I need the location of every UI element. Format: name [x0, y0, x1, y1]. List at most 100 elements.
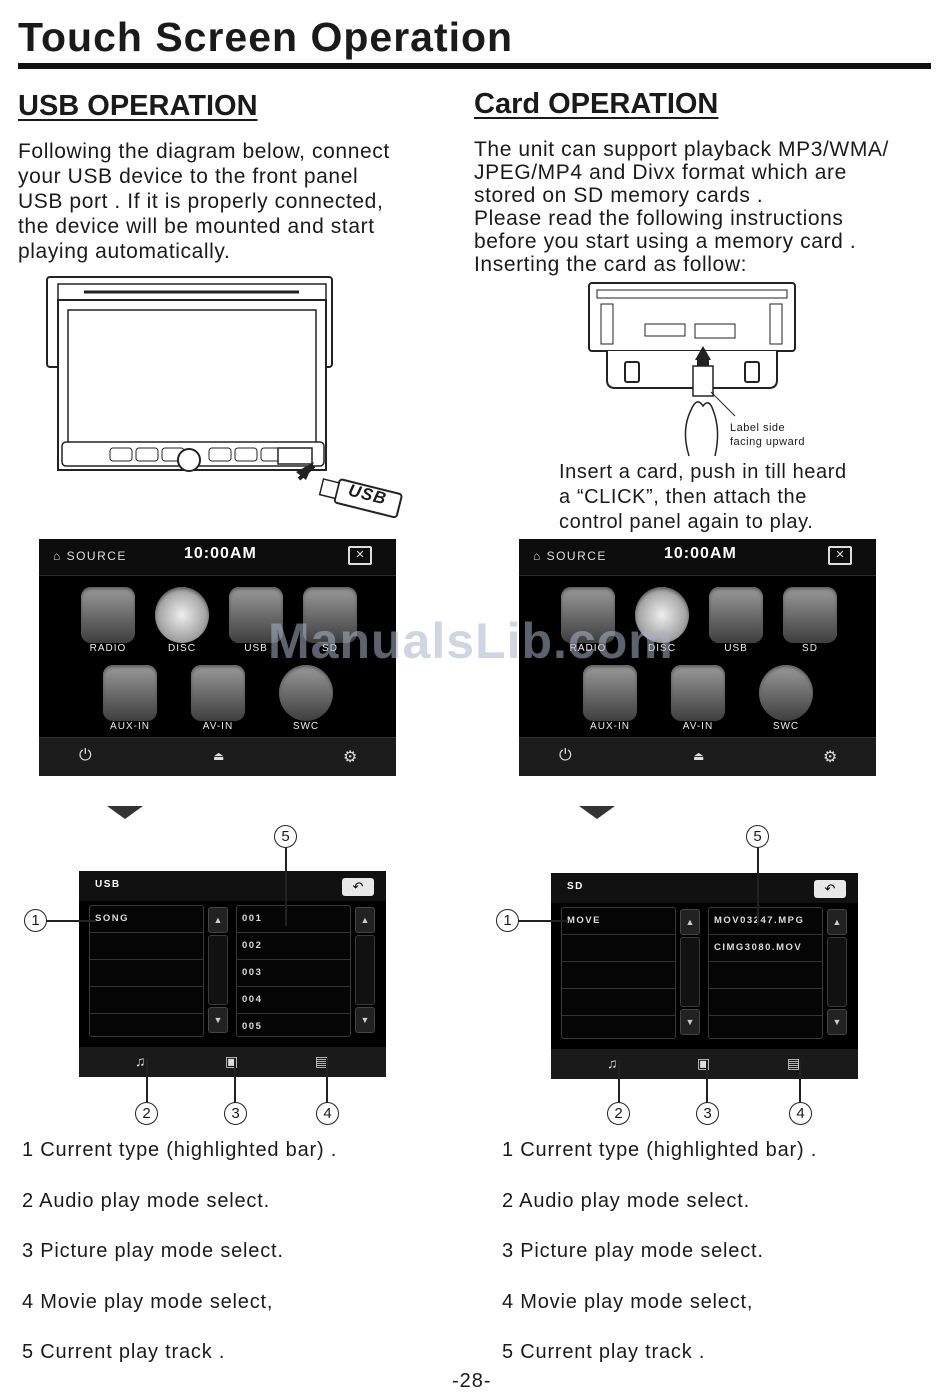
gear-icon[interactable]: ⚙	[343, 749, 358, 766]
type-row[interactable]	[562, 1016, 675, 1042]
back-arrow-icon[interactable]: ↶	[342, 878, 374, 896]
type-list: SONG	[89, 905, 204, 1037]
clock: 10:00AM	[184, 545, 257, 562]
eject-icon[interactable]: ⏏	[693, 749, 705, 763]
usb-intro-line: the device will be mounted and start	[18, 215, 375, 238]
scroll-down-button[interactable]: ▼	[355, 1007, 375, 1033]
type-row[interactable]	[562, 935, 675, 962]
av-in-icon[interactable]	[671, 665, 725, 721]
callout-line	[757, 846, 759, 926]
aux-in-icon[interactable]	[103, 665, 157, 721]
type-row[interactable]	[562, 989, 675, 1016]
back-arrow-icon[interactable]: ↶	[814, 880, 846, 898]
sd-source-icon[interactable]	[303, 587, 357, 643]
disc-icon[interactable]	[635, 587, 689, 643]
file-row[interactable]	[709, 989, 822, 1016]
radio-label: RADIO	[569, 643, 607, 654]
type-row[interactable]	[90, 933, 203, 960]
list-footer: ♫ ▣ ▤	[79, 1047, 386, 1077]
callout-line	[799, 1060, 801, 1104]
power-icon[interactable]: ⏻	[559, 747, 572, 764]
usb-intro-line: your USB device to the front panel	[18, 165, 359, 188]
scroll-up-button[interactable]: ▲	[355, 907, 375, 933]
aux-in-icon[interactable]	[583, 665, 637, 721]
swc-icon[interactable]	[279, 665, 333, 721]
display-off-icon[interactable]: ✕	[348, 546, 372, 565]
music-note-icon[interactable]: ♫	[135, 1053, 146, 1069]
gear-icon[interactable]: ⚙	[823, 749, 838, 766]
source-screen-sd: ⌂ SOURCE 10:00AM ✕ RADIO DISC USB SD AUX…	[519, 539, 876, 776]
disc-icon[interactable]	[155, 587, 209, 643]
type-row[interactable]: SONG	[90, 906, 203, 933]
scroll-up-button[interactable]: ▲	[680, 909, 700, 935]
scroll-down-button[interactable]: ▼	[827, 1009, 847, 1035]
display-off-icon[interactable]: ✕	[828, 546, 852, 565]
music-note-icon[interactable]: ♫	[607, 1055, 618, 1071]
list-header: USB ↶	[79, 871, 386, 901]
scroll-down-button[interactable]: ▼	[208, 1007, 228, 1033]
usb-source-icon[interactable]	[709, 587, 763, 643]
eject-icon[interactable]: ⏏	[213, 749, 225, 763]
picture-icon[interactable]: ▣	[697, 1055, 711, 1071]
scroll-down-button[interactable]: ▼	[680, 1009, 700, 1035]
callout-line	[706, 1060, 708, 1104]
type-row[interactable]	[562, 962, 675, 989]
usb-label: USB	[724, 643, 748, 654]
av-in-label: AV-IN	[682, 721, 714, 732]
track-row[interactable]: 001	[237, 906, 350, 933]
swc-icon[interactable]	[759, 665, 813, 721]
scroll-up-button[interactable]: ▲	[208, 907, 228, 933]
list-header: SD ↶	[551, 873, 858, 903]
legend-item: 3 Picture play mode select.	[22, 1240, 284, 1262]
callout-4: 4	[789, 1102, 812, 1125]
card-intro-line: Please read the following instructions	[474, 207, 844, 230]
card-intro-line: stored on SD memory cards .	[474, 184, 764, 207]
picture-icon[interactable]: ▣	[225, 1053, 239, 1069]
scrollbar[interactable]	[680, 937, 700, 1007]
swc-label: SWC	[292, 721, 320, 732]
callout-5: 5	[274, 825, 297, 848]
watermark: ManualsLib.com	[268, 613, 674, 669]
usb-intro-line: Following the diagram below, connect	[18, 140, 390, 163]
type-row[interactable]	[90, 1014, 203, 1040]
sd-source-icon[interactable]	[783, 587, 837, 643]
track-row[interactable]: 005	[242, 1021, 263, 1032]
page-title: Touch Screen Operation	[18, 14, 514, 60]
callout-line	[518, 920, 568, 922]
callout-3: 3	[696, 1102, 719, 1125]
legend-card: 1 Current type (highlighted bar) . 2 Aud…	[502, 1139, 817, 1392]
film-icon[interactable]: ▤	[787, 1055, 801, 1071]
card-intro: The unit can support playback MP3/WMA/ J…	[474, 138, 944, 276]
type-row[interactable]	[90, 987, 203, 1014]
scroll-up-button[interactable]: ▲	[827, 909, 847, 935]
legend-usb: 1 Current type (highlighted bar) . 2 Aud…	[22, 1139, 337, 1392]
av-in-label: AV-IN	[202, 721, 234, 732]
source-screen-footer: ⏻ ⏏ ⚙	[519, 737, 876, 776]
scrollbar[interactable]	[355, 935, 375, 1005]
scrollbar[interactable]	[208, 935, 228, 1005]
card-intro-line: Inserting the card as follow:	[474, 253, 748, 276]
file-row[interactable]: MOV03247.MPG	[709, 908, 822, 935]
file-row[interactable]: CIMG3080.MOV	[709, 935, 822, 962]
source-screen-usb: ⌂ SOURCE 10:00AM ✕ RADIO DISC USB SD AUX…	[39, 539, 396, 776]
track-row[interactable]: 003	[237, 960, 350, 987]
file-row[interactable]	[709, 1016, 822, 1042]
radio-icon[interactable]	[81, 587, 135, 643]
callout-line	[285, 846, 287, 926]
home-icon: ⌂	[533, 549, 547, 563]
track-row[interactable]: 004	[237, 987, 350, 1014]
film-icon[interactable]: ▤	[315, 1053, 329, 1069]
scrollbar[interactable]	[827, 937, 847, 1007]
track-row[interactable]: 002	[237, 933, 350, 960]
power-icon[interactable]: ⏻	[79, 747, 92, 764]
callout-5: 5	[746, 825, 769, 848]
av-in-icon[interactable]	[191, 665, 245, 721]
usb-source-icon[interactable]	[229, 587, 283, 643]
callout-3: 3	[224, 1102, 247, 1125]
sd-slot-illustration	[588, 282, 796, 457]
file-row[interactable]	[709, 962, 822, 989]
type-row[interactable]	[90, 960, 203, 987]
source-screen-footer: ⏻ ⏏ ⚙	[39, 737, 396, 776]
radio-icon[interactable]	[561, 587, 615, 643]
type-row[interactable]: MOVE	[562, 908, 675, 935]
